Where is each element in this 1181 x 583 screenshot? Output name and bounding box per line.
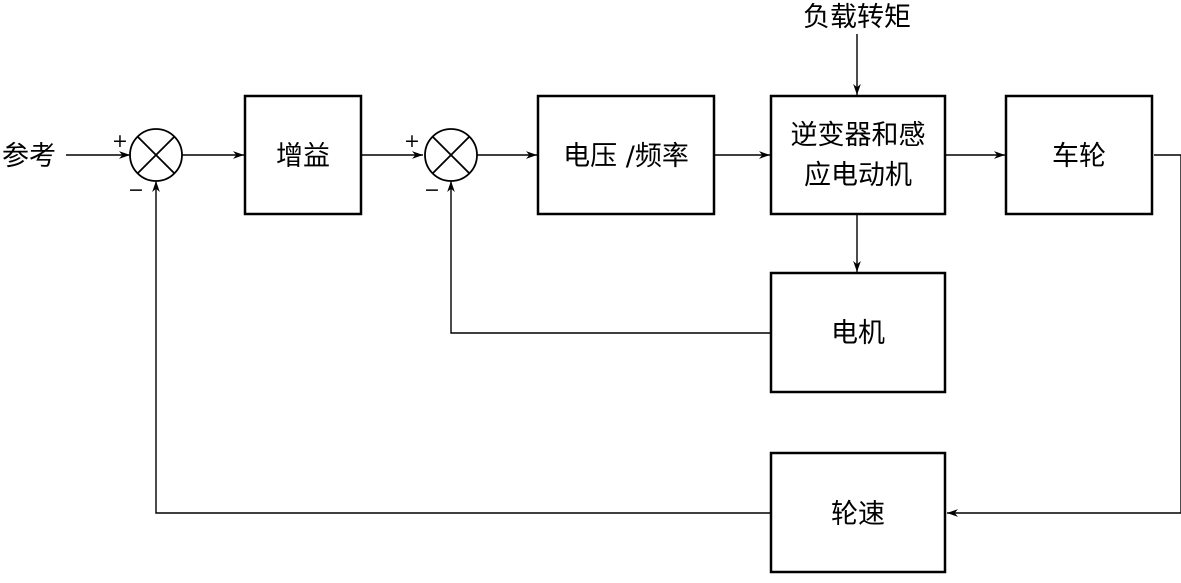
speed-to-outer-sum-feedback-arrow — [152, 181, 770, 514]
outer-summing-junction — [129, 128, 183, 182]
inverter-motor-block: 逆变器和感 应电动机 — [769, 94, 947, 216]
outer-plus-sign: + — [112, 130, 128, 152]
wheel-to-speed-feedback-arrow — [947, 154, 1181, 517]
vf-block: 电压 /频率 — [536, 94, 716, 216]
motor-block-label: 电机 — [831, 318, 885, 349]
vf-block-label: 电压 /频率 — [563, 141, 689, 172]
wheel-block: 车轮 — [1004, 94, 1154, 216]
gain-block: 增益 — [243, 94, 363, 216]
load-torque-input-label: 负载转矩 — [803, 2, 911, 33]
wheel-speed-block: 轮速 — [769, 451, 947, 574]
motor-block: 电机 — [769, 271, 947, 394]
reference-input-label: 参考 — [2, 141, 56, 172]
inner-minus-sign: − — [424, 179, 440, 201]
gain-block-label: 增益 — [276, 141, 330, 172]
wheel-block-label: 车轮 — [1052, 141, 1106, 172]
inner-summing-junction — [424, 128, 478, 182]
inverter-block-label-line1: 逆变器和感 — [791, 120, 926, 151]
inner-plus-sign: + — [404, 130, 420, 152]
motor-to-inner-sum-feedback-arrow — [447, 181, 770, 334]
wheel-speed-block-label: 轮速 — [831, 499, 885, 530]
outer-minus-sign: − — [128, 179, 144, 201]
inverter-block-label-line2: 应电动机 — [804, 160, 912, 191]
